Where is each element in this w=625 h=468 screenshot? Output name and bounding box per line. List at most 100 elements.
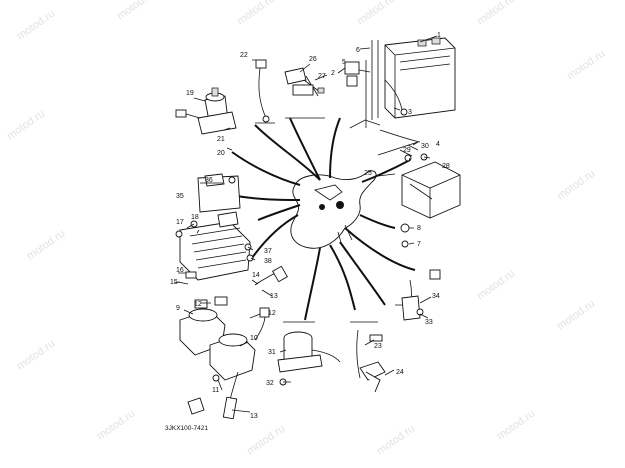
callout-leaders [173,35,438,413]
callout-14: 14 [252,272,260,279]
coil-terminal [259,307,270,318]
battery-terminal [431,37,441,45]
callout-3: 3 [408,109,412,116]
callout-28: 28 [442,163,450,170]
callout-8: 8 [417,225,421,232]
callout-35: 35 [176,193,184,200]
wire-route [231,151,301,186]
unit-body [401,161,461,219]
callout-11: 11 [212,387,219,394]
wire-harness-body [290,170,377,249]
switch-bracket [365,371,381,393]
callout-1: 1 [437,32,441,39]
watermark: motod.ru [95,408,137,443]
callout-12a: 12 [194,301,202,308]
battery-band [365,40,379,128]
switch-bracket [197,111,237,135]
starter-relay [277,331,341,386]
plug-cap [222,396,238,420]
switch-lead [185,113,201,119]
battery-terminal [417,39,427,47]
switch-plate [359,361,386,381]
callout-9: 9 [176,305,180,312]
wire-route [329,244,356,311]
switch-key [211,87,219,97]
callout-32: 32 [266,380,274,387]
sensor-screw [416,308,424,316]
rectifier-washer [246,254,254,262]
watermark: motod.ru [245,423,287,458]
wire-route [344,227,416,271]
cable-eye [400,108,408,116]
callout-20: 20 [217,150,225,157]
coil-bracket [214,296,228,306]
watermark: motod.ru [555,298,597,333]
wire-route [359,214,396,229]
battery-case [384,37,456,119]
callout-6: 6 [356,47,360,54]
plug-cap-13 [187,371,239,420]
callout-33: 33 [425,319,433,326]
battery-cables [377,79,421,157]
relay-connector [346,75,358,87]
watermark: motod.ru [375,423,417,458]
relay-lead [311,349,341,363]
callout-10: 10 [250,335,258,342]
callout-24: 24 [396,369,404,376]
callout-4: 4 [436,141,440,148]
main-switch [175,87,237,135]
wire-route [361,159,411,183]
sensor-head [255,59,267,69]
washer-7-8 [400,223,410,248]
callout-13a: 13 [270,293,278,300]
wire-route [257,204,301,221]
rectifier-plug [217,211,239,228]
cable [379,129,421,143]
watermark: motod.ru [495,408,537,443]
battery-strap [349,119,381,129]
callout-36: 36 [205,177,213,184]
plug-boot [261,289,273,297]
callout-21: 21 [217,136,225,143]
neutral-switch [356,329,386,393]
wire-harness [290,170,377,249]
unit-screw [404,154,412,162]
connector-26 [284,67,325,97]
callout-12b: 12 [268,310,276,317]
harness-connector [319,204,325,210]
wire-route [304,247,321,321]
unit-edge [401,174,461,218]
sensor-22 [255,59,270,123]
rectifier-regulator [175,211,254,285]
watermark: motod.ru [565,48,607,83]
rectifier-bolt [175,230,183,238]
cable [384,79,403,111]
wire-route [289,117,321,181]
sensor-lead [258,67,267,119]
callout-13b: 13 [250,413,258,420]
plug-cap-14 [254,265,288,297]
connector-block [284,67,307,85]
connector-housing [292,84,314,96]
callout-27: 27 [318,73,326,80]
rectifier-fins [189,227,247,269]
watermark: motod.ru [15,8,57,43]
callout-18: 18 [191,214,199,221]
wire-routes [229,117,416,323]
plug-boot-cap [187,397,205,415]
callout-22: 22 [240,52,248,59]
callout-7: 7 [417,241,421,248]
rectifier-clip [185,271,197,279]
callout-23: 23 [374,343,382,350]
sensor-33 [401,269,441,321]
callout-34: 34 [432,293,440,300]
wire-route [339,241,386,306]
callout-labels: 1 2 3 4 5 6 7 8 9 10 11 12 12 13 13 14 1… [170,32,450,420]
wire-route [229,194,301,201]
callout-38: 38 [264,258,272,265]
watermark: motod.ru [25,228,67,263]
relay-block [344,61,360,75]
callout-16: 16 [176,267,184,274]
